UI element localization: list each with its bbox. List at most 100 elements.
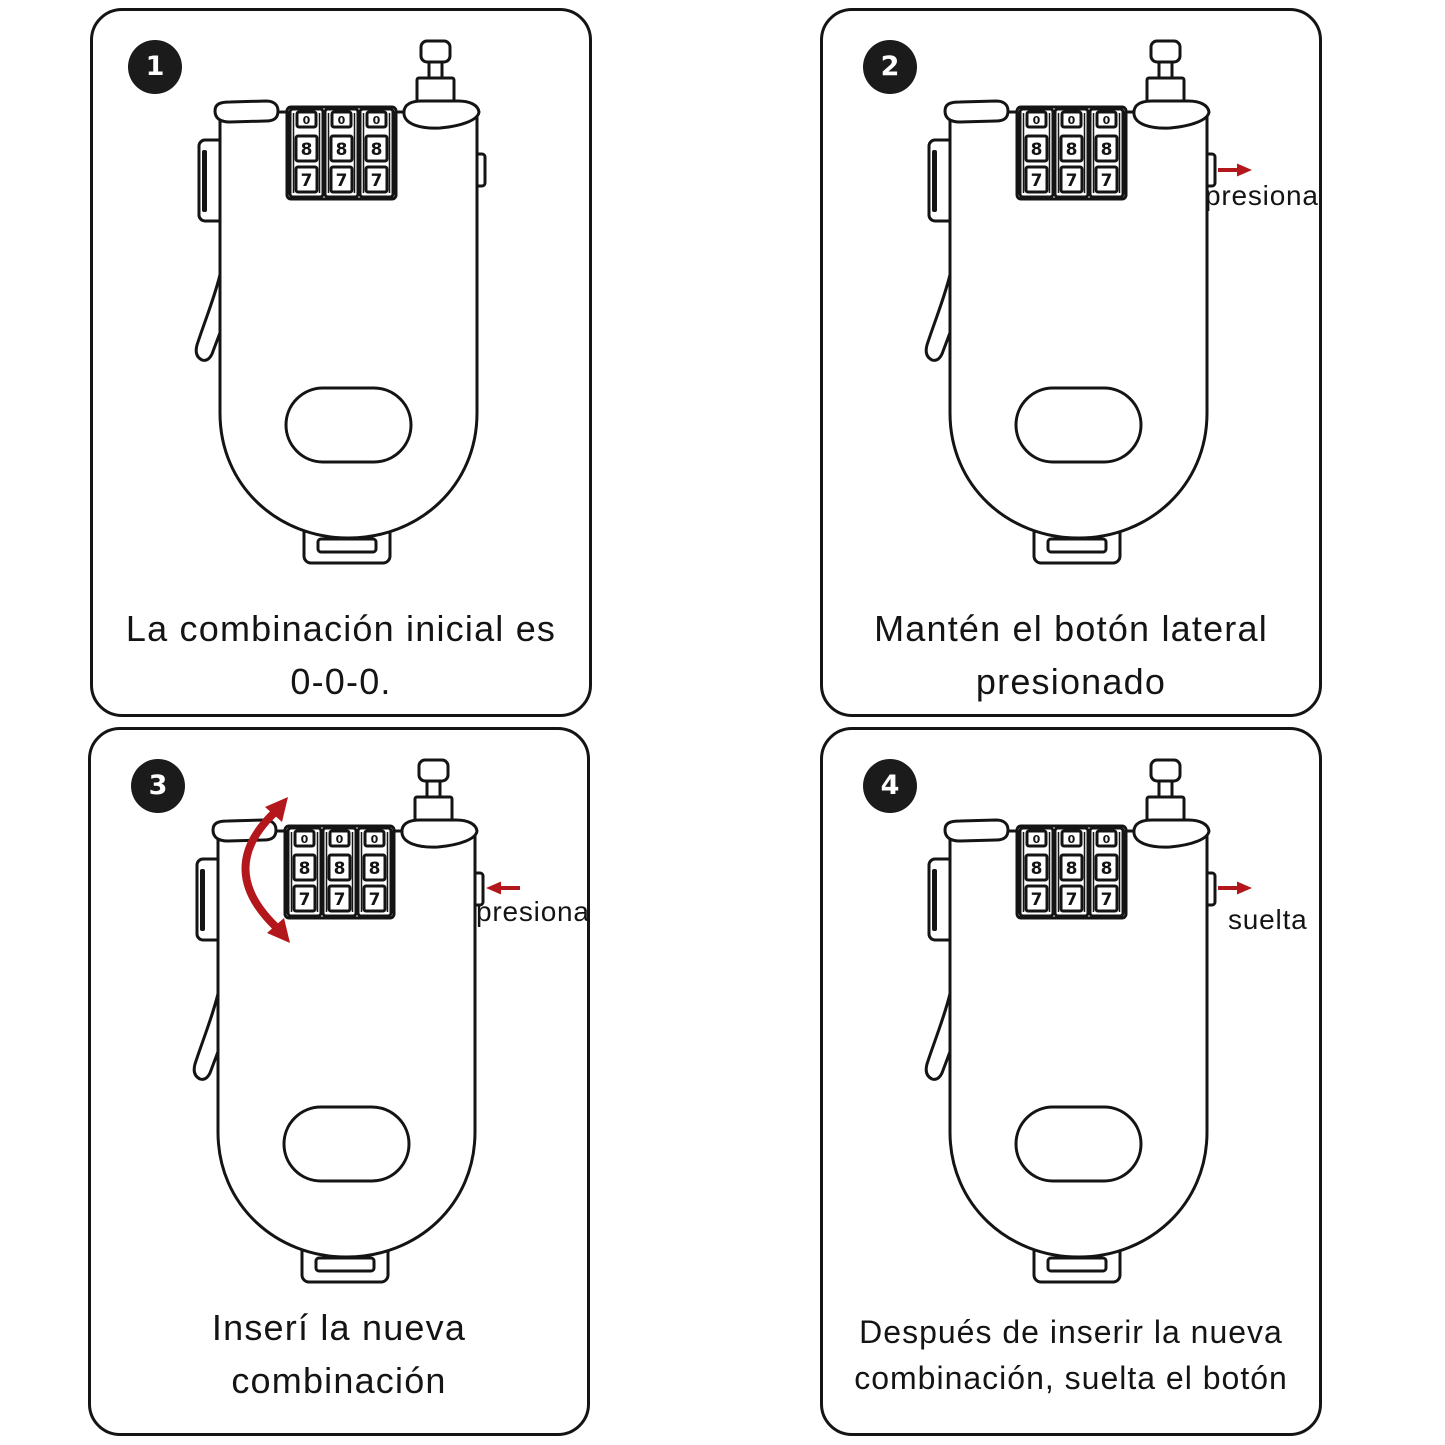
arrow-curve <box>241 810 279 930</box>
shackle-knob <box>413 758 454 827</box>
lever <box>924 987 953 1081</box>
caption-line-1: Después de inserir la nueva <box>859 1314 1283 1350</box>
cable-window <box>1014 1105 1143 1183</box>
side-label: presiona <box>476 896 590 927</box>
dial-digit-top: 0 <box>371 833 379 846</box>
step-number-badge: 4 <box>863 759 917 813</box>
bottom-tab-slot <box>1046 537 1108 554</box>
lever <box>194 268 223 362</box>
arrow-head-top <box>265 797 288 822</box>
left-top-cap <box>943 99 1010 124</box>
dial-digit-middle: 8 <box>1101 140 1113 160</box>
step-caption: Después de inserir la nueva combinación,… <box>820 1309 1322 1401</box>
dial-digit-top: 0 <box>1103 833 1111 846</box>
dial-digit-middle: 8 <box>301 140 313 160</box>
right-top-cap <box>1132 818 1211 849</box>
step-panel-3: 0 8 7 0 8 7 0 8 7 <box>88 727 590 1436</box>
combination-dial-1: 0 8 7 <box>288 107 325 199</box>
dial-digit-middle: 8 <box>299 859 311 879</box>
arrow-left-icon <box>486 881 520 895</box>
left-top-cap <box>943 818 1010 843</box>
step-number-badge: 3 <box>131 759 185 813</box>
dial-digit-middle: 8 <box>371 140 383 160</box>
caption-line-1: Inserí la nueva <box>211 1307 467 1348</box>
lock-illustration: 0 8 7 0 8 7 0 8 7 <box>820 727 1322 1297</box>
combination-dial-1: 0 8 7 <box>1018 826 1055 918</box>
dial-digit-bottom: 7 <box>371 171 383 191</box>
step-caption: Mantén el botón lateral presionado <box>820 602 1322 708</box>
lock-illustration: 0 8 7 0 8 7 0 8 7 <box>90 8 592 578</box>
arrow-head-bottom <box>267 918 290 943</box>
combination-dial-3: 0 8 7 <box>1088 826 1125 918</box>
arrow-head <box>1237 163 1252 177</box>
combination-dial-3: 0 8 7 <box>1088 107 1125 199</box>
dial-digit-middle: 8 <box>336 140 348 160</box>
dial-digit-bottom: 7 <box>299 890 311 910</box>
dial-digit-top: 0 <box>301 833 309 846</box>
combination-dial-3: 0 8 7 <box>356 826 393 918</box>
dial-digit-top: 0 <box>303 114 311 127</box>
dial-digit-bottom: 7 <box>336 171 348 191</box>
cable-window <box>284 386 413 464</box>
dial-digit-middle: 8 <box>369 859 381 879</box>
step-number-badge: 2 <box>863 40 917 94</box>
combination-dial-2: 0 8 7 <box>1053 107 1090 199</box>
step-caption: La combinación inicial es 0-0-0. <box>90 602 592 708</box>
cable-window <box>1014 386 1143 464</box>
caption-line-2: 0-0-0. <box>290 661 392 702</box>
step-panel-2: 0 8 7 0 8 7 0 8 7 <box>820 8 1322 717</box>
dial-digit-top: 0 <box>1103 114 1111 127</box>
dial-digit-middle: 8 <box>1031 859 1043 879</box>
right-top-cap <box>400 818 479 849</box>
caption-line-2: combinación <box>231 1360 447 1401</box>
caption-line-2: presionado <box>975 661 1167 702</box>
dial-digit-bottom: 7 <box>1066 890 1078 910</box>
side-label: suelta <box>1228 904 1308 935</box>
dial-digit-top: 0 <box>336 833 344 846</box>
left-top-cap <box>213 99 280 124</box>
combination-dial-2: 0 8 7 <box>1053 826 1090 918</box>
dial-digit-middle: 8 <box>334 859 346 879</box>
dial-digit-middle: 8 <box>1066 140 1078 160</box>
combination-dial-2: 0 8 7 <box>321 826 358 918</box>
dial-digit-bottom: 7 <box>1031 890 1043 910</box>
caption-line-1: La combinación inicial es <box>125 608 557 649</box>
bottom-tab-slot <box>316 537 378 554</box>
combination-dial-1: 0 8 7 <box>286 826 323 918</box>
arrow-right-icon <box>1218 163 1252 177</box>
right-top-cap <box>1132 99 1211 130</box>
indicator-layer <box>241 797 520 943</box>
dial-digit-bottom: 7 <box>1101 171 1113 191</box>
dial-digit-top: 0 <box>373 114 381 127</box>
side-label: presiona <box>1205 180 1319 211</box>
arrow-head <box>1237 881 1252 895</box>
dial-digit-bottom: 7 <box>369 890 381 910</box>
combination-dial-3: 0 8 7 <box>358 107 395 199</box>
combination-dial-2: 0 8 7 <box>323 107 360 199</box>
dial-digit-bottom: 7 <box>1101 890 1113 910</box>
right-top-cap <box>402 99 481 130</box>
rotate-dials-arrow-icon <box>241 797 290 943</box>
bottom-tab-slot <box>1046 1256 1108 1273</box>
step-panel-1: 0 8 7 0 8 7 0 8 7 1 <box>90 8 592 717</box>
lock-drawing: 0 8 7 0 8 7 0 8 7 <box>924 39 1217 565</box>
shackle-knob <box>1145 39 1186 108</box>
dial-digit-top: 0 <box>1033 833 1041 846</box>
lock-illustration: 0 8 7 0 8 7 0 8 7 <box>820 8 1322 578</box>
dial-digit-top: 0 <box>1033 114 1041 127</box>
combination-dial-1: 0 8 7 <box>1018 107 1055 199</box>
dial-digit-middle: 8 <box>1031 140 1043 160</box>
dial-digit-middle: 8 <box>1101 859 1113 879</box>
indicator-layer <box>1218 881 1252 895</box>
lock-drawing: 0 8 7 0 8 7 0 8 7 <box>194 39 487 565</box>
arrow-head <box>486 881 501 895</box>
step-caption: Inserí la nueva combinación <box>88 1301 590 1407</box>
arrow-right-icon <box>1218 881 1252 895</box>
cable-window <box>282 1105 411 1183</box>
dial-digit-top: 0 <box>1068 114 1076 127</box>
shackle-knob <box>415 39 456 108</box>
step-panel-4: 0 8 7 0 8 7 0 8 7 <box>820 727 1322 1436</box>
dial-digit-top: 0 <box>338 114 346 127</box>
dial-digit-bottom: 7 <box>1031 171 1043 191</box>
